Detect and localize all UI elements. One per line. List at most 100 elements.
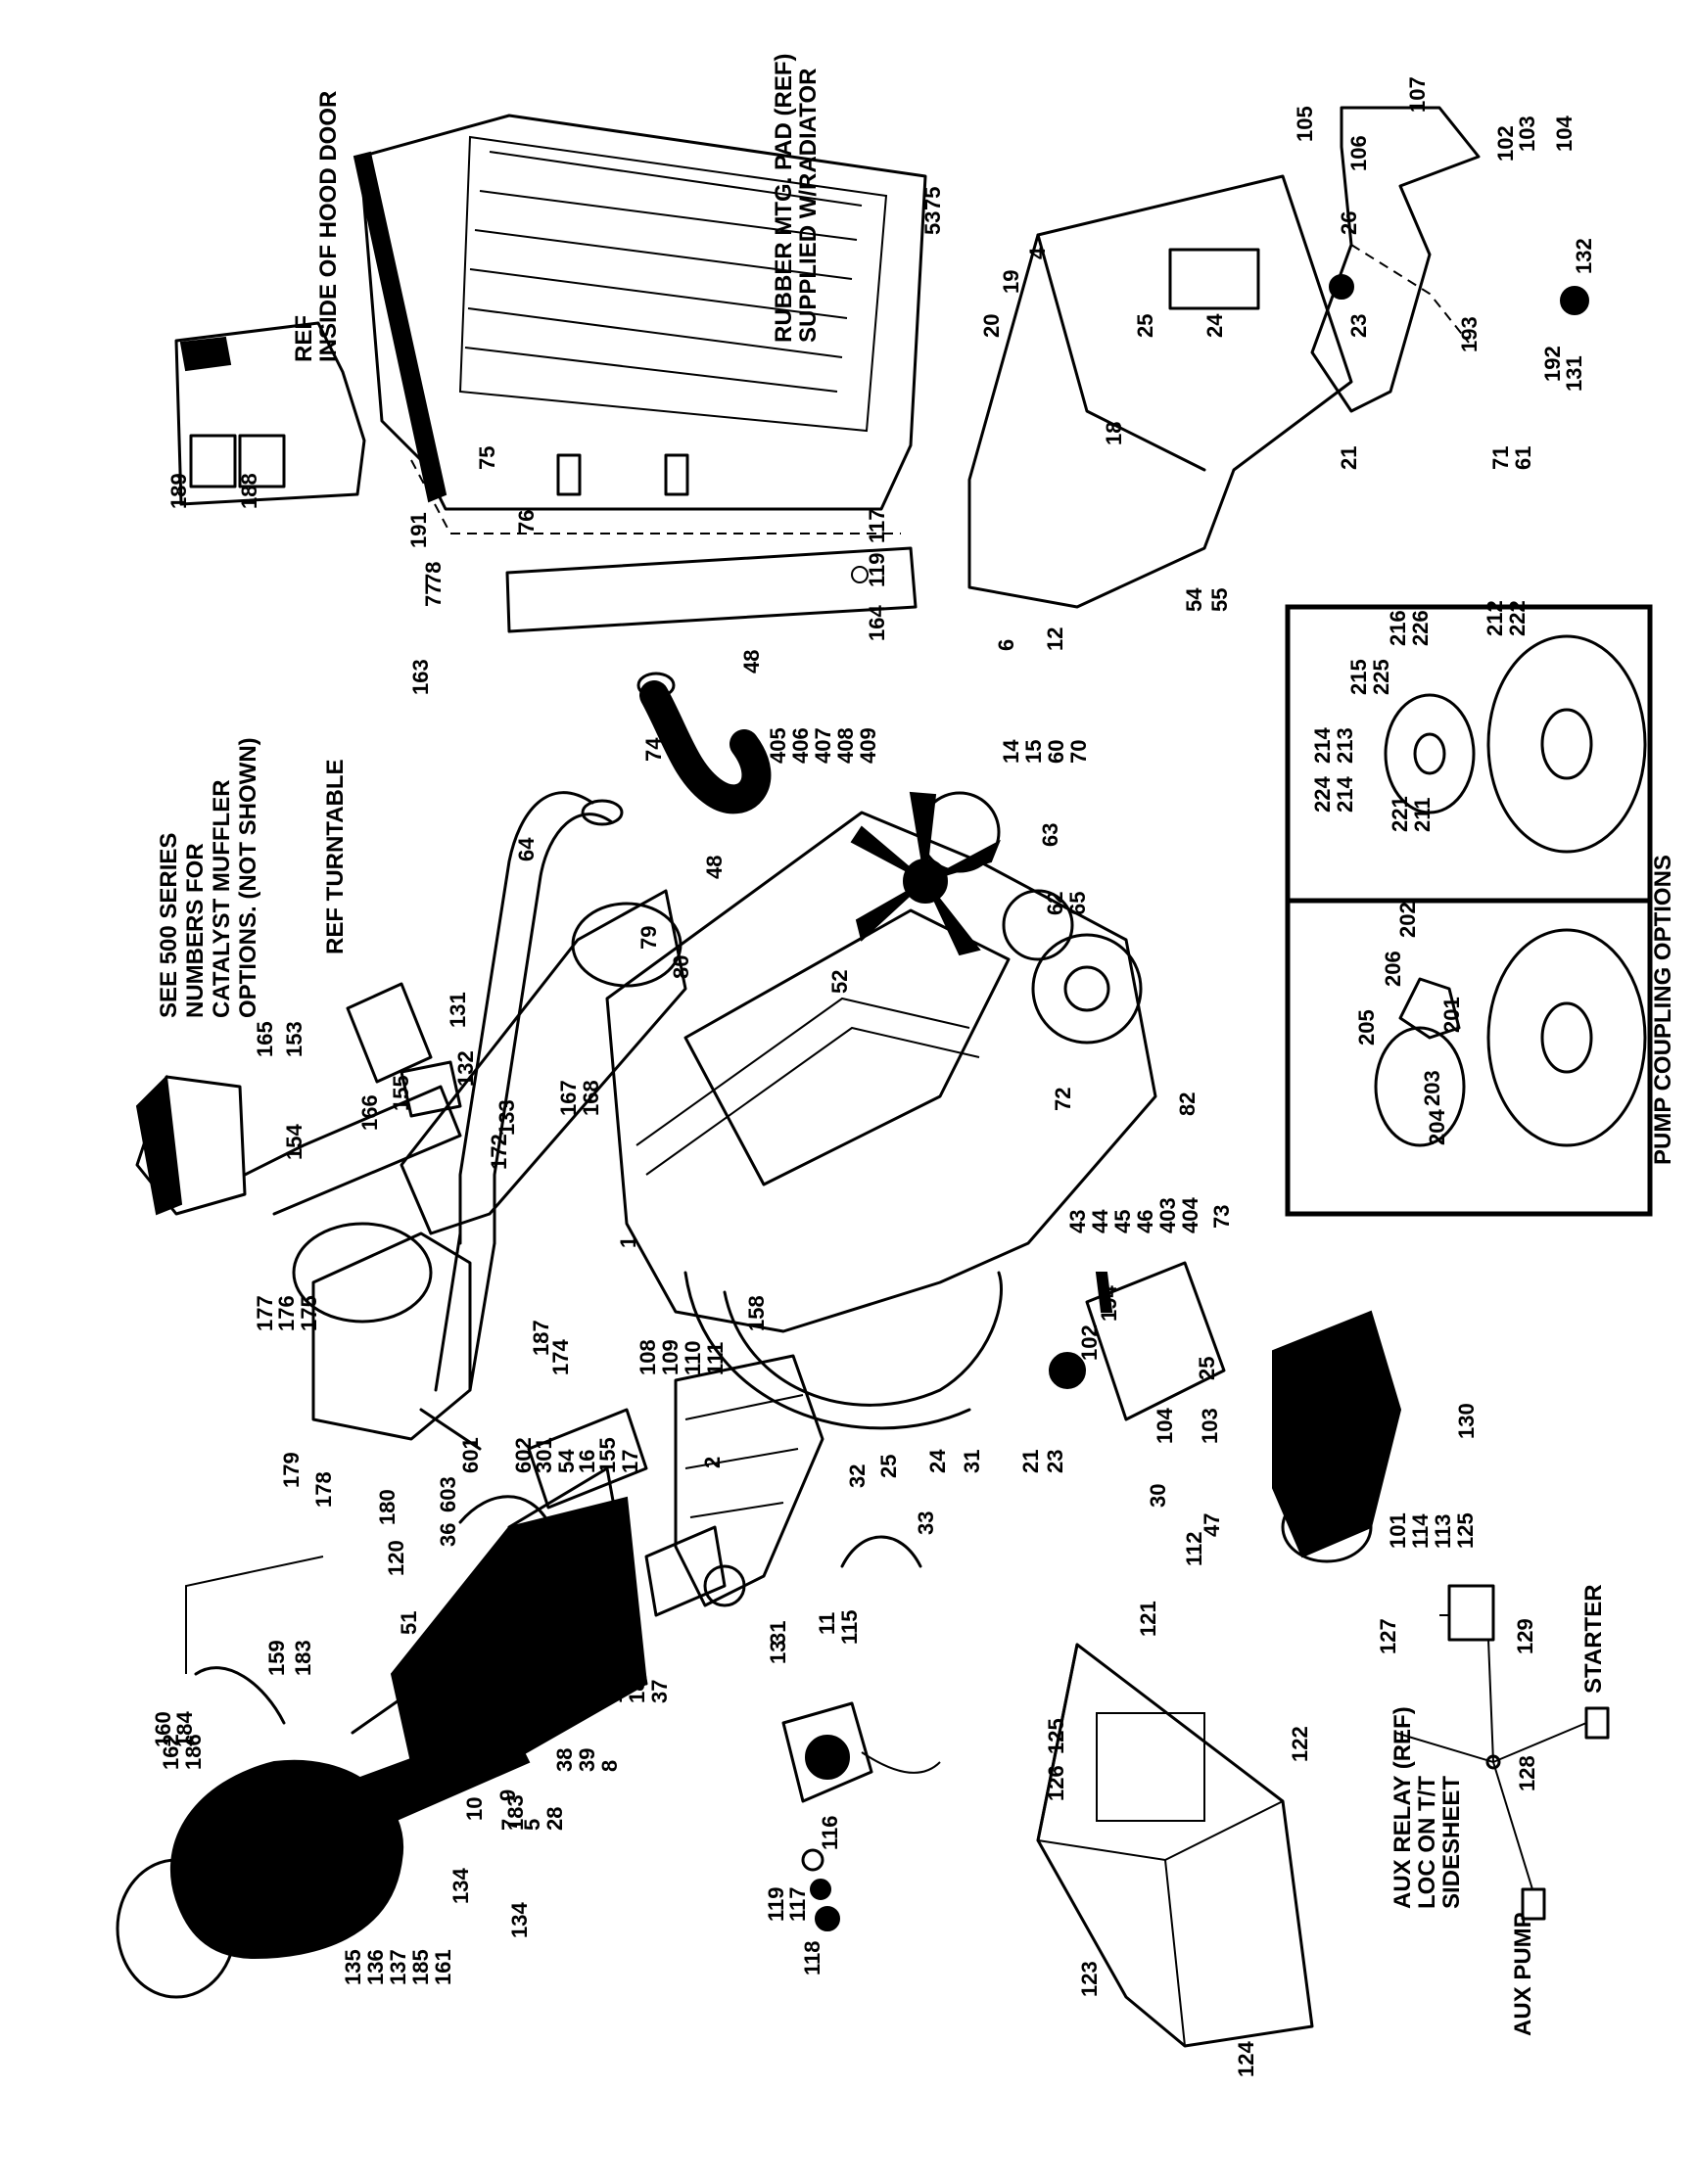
- part-callout-4: 4: [1025, 247, 1050, 259]
- part-callout-79: 79: [636, 926, 661, 950]
- part-callout-406: 406: [788, 727, 813, 764]
- part-callout-72: 72: [1051, 1088, 1075, 1111]
- part-callout-74: 74: [641, 737, 666, 762]
- part-callout-301: 301: [532, 1437, 556, 1473]
- part-callout-114: 114: [1408, 1513, 1433, 1549]
- part-callout-202: 202: [1395, 902, 1420, 938]
- part-callout-136: 136: [363, 1949, 388, 1985]
- part-callout-46: 46: [1133, 1210, 1157, 1233]
- part-callout-75: 75: [475, 446, 499, 470]
- part-callout-14: 14: [999, 739, 1023, 764]
- svg-text:SIDESHEET: SIDESHEET: [1438, 1776, 1465, 1909]
- part-callout-187: 187: [529, 1320, 553, 1356]
- part-callout-65: 65: [1065, 892, 1090, 915]
- part-callout-123: 123: [1077, 1961, 1102, 1997]
- upper-hose: [636, 672, 772, 814]
- rain-cap: [135, 1074, 462, 1216]
- part-callout-203: 203: [1420, 1070, 1444, 1106]
- part-callout-102: 102: [1077, 1324, 1102, 1361]
- part-callout-110: 110: [681, 1341, 705, 1376]
- part-callout-47: 47: [1200, 1513, 1224, 1537]
- part-callout-21: 21: [1018, 1450, 1043, 1473]
- part-callout-54: 54: [1182, 587, 1206, 612]
- part-callout-70: 70: [1066, 740, 1091, 764]
- part-callout-24: 24: [1202, 313, 1227, 338]
- part-callout-222: 222: [1505, 600, 1530, 636]
- part-callout-409: 409: [856, 727, 880, 764]
- part-callout-76: 76: [514, 510, 539, 534]
- part-callout-82: 82: [1175, 1092, 1200, 1116]
- part-callout-8: 8: [597, 1760, 622, 1772]
- part-callout-103: 103: [1515, 116, 1539, 152]
- part-callout-214: 214: [1310, 727, 1335, 764]
- part-callout-39: 39: [575, 1748, 599, 1772]
- part-callout-191: 191: [406, 512, 431, 548]
- part-callout-48: 48: [739, 650, 764, 674]
- exhaust-stack: [292, 1222, 482, 1451]
- svg-text:NUMBERS FOR: NUMBERS FOR: [182, 843, 209, 1018]
- part-callout-158: 158: [744, 1295, 769, 1331]
- note-starter: STARTER: [1580, 1584, 1607, 1694]
- part-callout-101: 101: [1386, 1512, 1410, 1549]
- part-callout-26: 26: [1337, 211, 1361, 235]
- shroud-strip: [505, 546, 918, 633]
- wiring-schematic: [1394, 1584, 1610, 1921]
- part-callout-405: 405: [766, 727, 790, 764]
- part-callout-24: 24: [925, 1449, 950, 1473]
- part-callout-185: 185: [408, 1949, 433, 1985]
- part-callout-162: 162: [159, 1734, 183, 1770]
- part-callout-117: 117: [865, 509, 889, 544]
- part-callout-107: 107: [1405, 76, 1430, 113]
- part-callout-184: 184: [172, 1711, 197, 1747]
- part-callout-132: 132: [453, 1050, 478, 1087]
- part-callout-211: 211: [1410, 798, 1435, 833]
- part-callout-124: 124: [1234, 2041, 1258, 2077]
- engine-mount-bracket: [967, 106, 1589, 609]
- part-callout-127: 127: [1376, 1618, 1400, 1654]
- part-callout-32: 32: [845, 1464, 870, 1488]
- part-callout-23: 23: [1043, 1450, 1067, 1473]
- part-callout-179: 179: [279, 1452, 304, 1488]
- part-callout-104: 104: [1552, 116, 1577, 152]
- part-callout-115: 115: [837, 1610, 862, 1646]
- note-aux-pump: AUX PUMP: [1510, 1912, 1536, 2036]
- part-callout-25: 25: [876, 1455, 901, 1478]
- part-callout-129: 129: [1513, 1618, 1537, 1654]
- part-callout-161: 161: [431, 1949, 455, 1985]
- part-callout-116: 116: [818, 1816, 842, 1851]
- part-callout-221: 221: [1388, 796, 1412, 832]
- part-callout-192: 192: [1540, 346, 1565, 382]
- part-callout-603: 603: [436, 1476, 460, 1512]
- part-callout-183: 183: [291, 1640, 315, 1676]
- part-callout-106: 106: [1346, 135, 1371, 171]
- note-aux-relay: AUX RELAY (REF) LOC ON T/T SIDESHEET: [1389, 1706, 1465, 1909]
- part-callout-62: 62: [1043, 892, 1067, 915]
- svg-text:RUBBER MTG. PAD (REF): RUBBER MTG. PAD (REF): [771, 53, 797, 343]
- part-callout-64: 64: [514, 837, 539, 861]
- part-callout-71: 71: [1488, 446, 1513, 470]
- part-callout-601: 601: [458, 1437, 483, 1473]
- part-callout-216: 216: [1386, 610, 1410, 646]
- part-callout-117: 117: [785, 1887, 810, 1923]
- svg-text:INSIDE OF HOOD DOOR: INSIDE OF HOOD DOOR: [315, 91, 342, 362]
- part-callout-78: 78: [421, 562, 446, 585]
- part-callout-133: 133: [494, 1099, 519, 1136]
- part-callout-155: 155: [595, 1437, 620, 1473]
- part-callout-155: 155: [389, 1075, 413, 1111]
- part-callout-28: 28: [542, 1807, 567, 1831]
- part-callout-77: 77: [421, 583, 446, 607]
- part-callout-108: 108: [636, 1339, 660, 1375]
- part-callout-194: 194: [1097, 1285, 1121, 1322]
- part-callout-18: 18: [1102, 422, 1126, 445]
- part-callout-176: 176: [274, 1295, 299, 1331]
- part-callout-134: 134: [262, 1787, 287, 1823]
- svg-text:OPTIONS. (NOT SHOWN): OPTIONS. (NOT SHOWN): [235, 737, 261, 1018]
- part-callout-55: 55: [1207, 588, 1232, 612]
- part-callout-224: 224: [1310, 776, 1335, 813]
- part-callout-23: 23: [1346, 314, 1371, 338]
- note-ref-turntable: REF TURNTABLE: [322, 759, 349, 954]
- part-callout-156: 156: [602, 1667, 627, 1703]
- part-callout-54: 54: [554, 1449, 579, 1473]
- part-callout-201: 201: [1439, 997, 1464, 1033]
